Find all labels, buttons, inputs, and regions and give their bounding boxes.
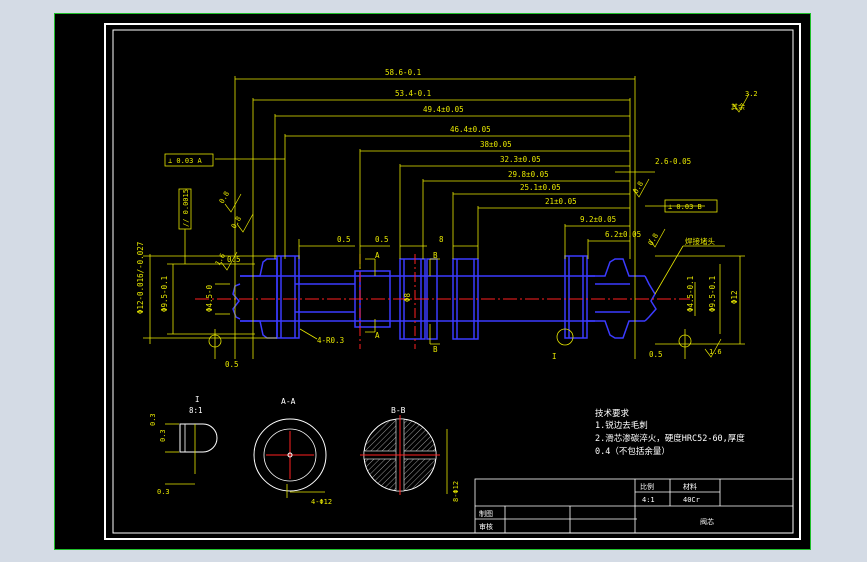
tolerance-frame-1 <box>164 153 214 167</box>
dim-49-4: 49.4±0.05 <box>423 105 464 114</box>
roughness-symbol-6 <box>220 251 238 271</box>
roughness-r6: 1.6 <box>214 252 227 267</box>
detail-i-dim1: 0.3 <box>149 413 157 426</box>
title-block-material-value: 40Cr <box>683 496 700 504</box>
detail-i-circle <box>556 328 574 346</box>
label-i: I <box>552 352 557 361</box>
detail-i-dim3: 0.3 <box>157 488 170 496</box>
dim-29-8: 29.8±0.05 <box>508 170 549 179</box>
roughness-symbol-rest <box>732 93 750 113</box>
dim-21: 21±0.05 <box>545 197 577 206</box>
label-b-top: B <box>433 251 438 260</box>
section-b-b-dim: 8-Φ12 <box>452 481 460 502</box>
roughness-symbol-3 <box>632 178 650 198</box>
label-a-top: A <box>375 251 380 260</box>
dim-9-2: 9.2±0.05 <box>580 215 616 224</box>
tolerance-frame-2-text: ⊥ 0.03 B <box>668 203 702 211</box>
dim-phi4-5-right: Φ4.5-0.1 <box>686 276 695 312</box>
dim-0-5b: 0.5 <box>375 235 389 244</box>
roughness-rest-word: 其余 <box>731 102 745 111</box>
title-block-material-label: 材料 <box>683 482 697 491</box>
tech-req-line2: 2.滑芯渗碳淬火，硬度HRC52-60,厚度 <box>595 433 745 444</box>
tolerance-frame-2 <box>664 199 718 213</box>
section-a-a-title: A-A <box>281 397 296 406</box>
roughness-r3: 0.8 <box>632 180 645 195</box>
weld-callout: 焊接堵头 <box>685 236 715 246</box>
sheet-outer-border <box>104 23 801 540</box>
dim-phi9-5-left: Φ9.5-0.1 <box>160 276 169 312</box>
dim-0-5c: 0.5 <box>227 255 241 264</box>
dim-38: 38±0.05 <box>480 140 512 149</box>
tech-req-title: 技术要求 <box>595 408 630 419</box>
dim-phi12-left: Φ12-0.016/-0.027 <box>136 242 145 314</box>
drawing-sheet[interactable]: 58.6-0.1 53.4-0.1 49.4±0.05 46.4±0.05 38… <box>55 14 810 549</box>
title-block-drawn-label: 制图 <box>479 509 493 518</box>
dim-0-5a: 0.5 <box>337 235 351 244</box>
dim-0-5d: 0.5 <box>225 360 239 369</box>
detail-i-view <box>165 423 218 485</box>
section-b-b-title: B-B <box>391 406 406 415</box>
title-block <box>474 478 794 534</box>
label-a-bot: A <box>375 331 380 340</box>
cad-viewport[interactable]: 58.6-0.1 53.4-0.1 49.4±0.05 46.4±0.05 38… <box>54 13 811 550</box>
tolerance-frame-3 <box>178 188 192 230</box>
dim-46-4: 46.4±0.05 <box>450 125 491 134</box>
title-block-checked-label: 审核 <box>479 522 493 531</box>
roughness-r1: 0.8 <box>218 190 231 205</box>
section-a-a-view <box>253 418 327 498</box>
dim-25-1: 25.1±0.05 <box>520 183 561 192</box>
dim-6-2: 6.2±0.05 <box>605 230 641 239</box>
dim-53-4: 53.4-0.1 <box>395 89 431 98</box>
section-a-a-dim: 4-Φ12 <box>311 498 332 506</box>
roughness-r2: 0.8 <box>230 215 243 230</box>
label-b-bot: B <box>433 345 438 354</box>
dim-0-5e: 0.5 <box>649 350 663 359</box>
dim-phi4-5-left: Φ4.5-0 <box>205 284 214 312</box>
section-b-b-view <box>360 415 448 495</box>
roughness-symbol-4 <box>648 228 666 248</box>
roughness-symbol-5 <box>704 338 722 358</box>
detail-i-dim2: 0.3 <box>159 429 167 442</box>
datum-a-circle-left <box>208 334 222 348</box>
dim-32-3: 32.3±0.05 <box>500 155 541 164</box>
detail-i-title: I <box>195 395 200 404</box>
tech-req-line3: 0.4（不包括余量） <box>595 446 670 457</box>
title-block-scale-value: 4:1 <box>642 496 655 504</box>
roughness-r5: 1.6 <box>709 348 722 356</box>
tolerance-frame-3-text: // 0.0015 <box>182 189 190 227</box>
title-block-part-name: 阀芯 <box>700 517 714 526</box>
dim-phi9-5-right: Φ9.5-0.1 <box>708 276 717 312</box>
dim-2-6: 2.6-0.05 <box>655 157 691 166</box>
roughness-symbol-2 <box>236 213 254 233</box>
dim-phi12-right: Φ12 <box>730 290 739 304</box>
sheet-inner-border <box>112 29 794 534</box>
phi8-mark: Φ8 <box>403 292 412 302</box>
dim-r0-3: 4-R0.3 <box>317 336 344 345</box>
datum-b-circle-right <box>678 334 692 348</box>
tech-req-line1: 1.锐边去毛刺 <box>595 420 648 431</box>
detail-i-scale: 8:1 <box>189 406 203 415</box>
roughness-rest: 3.2 <box>745 90 758 98</box>
dim-8: 8 <box>439 235 444 244</box>
tolerance-frame-1-text: ⊥ 0.03 A <box>168 157 203 165</box>
roughness-symbol-1 <box>224 193 242 213</box>
dimension-lines <box>143 76 745 359</box>
main-part[interactable] <box>232 255 657 340</box>
title-block-scale-label: 比例 <box>640 482 654 491</box>
roughness-r4: 0.8 <box>647 232 660 247</box>
dim-58-6: 58.6-0.1 <box>385 68 421 77</box>
